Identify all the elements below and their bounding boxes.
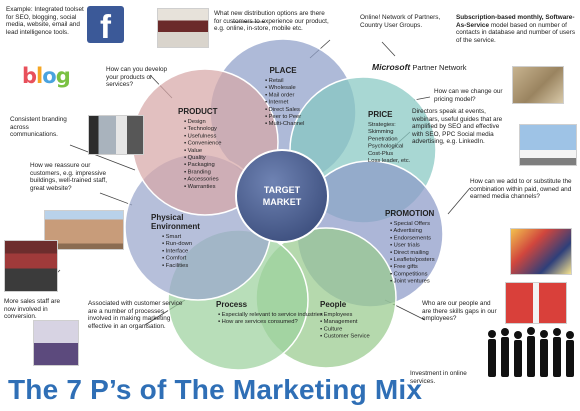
petal-title-place: PLACE [269,66,297,75]
petal-item-product: ▪ Branding [184,169,211,175]
billboard-image [519,124,577,166]
petal-item-physical: ▪ Run-down [162,241,192,247]
racing-drivers-image [505,282,567,324]
note-develop-products: How can you develop your products or ser… [106,66,168,89]
petal-labels-group: PLACE ▪ Retail▪ Wholesale▪ Mail order ▪ In… [151,66,435,340]
center-label-line2: MARKET [263,197,302,207]
money-image [512,66,564,104]
petal-item-place: ▪ Wholesale [265,85,296,91]
petal-item-price: Penetration [368,136,398,142]
microsoft-logo-text: Microsoft [372,62,411,72]
petal-item-process: ▪ Especially relevant to service industr… [218,312,323,318]
petal-item-product: ▪ Packaging [184,162,215,168]
petal-item-physical: ▪ Facilities [162,263,188,269]
petal-item-promotion: ▪ Advertising [390,228,422,234]
page-title: The 7 P’s of The Marketing Mix [8,374,423,405]
petal-item-promotion: ▪ Joint ventures [390,279,430,285]
facebook-logo: f [87,6,124,45]
note-directors-speak: Directors speak at events, webinars, use… [412,108,503,146]
note-pricing-model: How can we change our pricing model? [434,88,503,103]
petal-item-place: ▪ Mail order [265,92,295,98]
petal-item-promotion: ▪ Free gifts [390,264,418,270]
petal-title-promotion: PROMOTION [385,209,435,218]
petal-title-process: Process [216,300,248,309]
blog-logo: blog [22,64,71,88]
petal-item-price: Psychological [368,144,403,150]
note-reassure-customers: How we reassure our customers, e.g. impr… [30,162,107,192]
note-subscription-bold: Subscription-based monthly, Software-As-… [456,14,575,29]
blog-logo-text: blog [22,64,71,88]
petal-item-people: ▪ Employees [320,312,352,318]
petal-item-place: ▪ Retail [265,78,284,84]
note-subscription-model: Subscription-based monthly, Software-As-… [456,14,576,44]
note-customer-service-processes: Associated with customer service are a n… [88,300,183,330]
website-screenshot-image [157,8,209,48]
petal-item-process: ▪ How are services consumed? [218,319,298,325]
note-add-substitute-channels: How can we add to or substitute the comb… [470,178,572,201]
petal-title-price: PRICE [368,110,393,119]
petal-item-place: ▪ Multi-Channel [265,121,304,127]
note-subscription-rest: model based on number of contacts in dat… [456,21,576,44]
petal-item-physical: ▪ Smart [162,234,182,240]
petal-title-physical: Physical [151,213,183,222]
petal-item-promotion: ▪ Competitions [390,271,428,277]
petal-item-place: ▪ Internet [265,100,289,106]
center-label-line1: TARGET [264,185,301,195]
petal-item-physical: ▪ Interface [162,248,188,254]
petal-title-people: People [320,300,347,309]
petal-item-product: ▪ Warranties [184,184,216,190]
target-market-circle [235,149,329,243]
petal-item-promotion: ▪ Direct mailing [390,250,429,256]
note-investment-online: Investment in online services. [410,370,467,385]
storefront-image [4,240,58,292]
note-skills-gaps: Who are our people and are there skills … [422,300,497,323]
petal-item-promotion: ▪ User trials [390,243,420,249]
petal-item-promotion: ▪ Endorsements [390,235,431,241]
note-online-network: Online! Network of Partners, Country Use… [360,14,441,29]
partner-network-text: Partner Network [412,63,467,72]
petal-item-price: Skimming [368,129,393,135]
note-consistent-branding: Consistent branding across communication… [10,116,67,139]
petal-item-product: ▪ Design [184,119,206,125]
sales-staff-image [33,320,79,366]
petal-item-product: ▪ Accessories [184,177,219,183]
petal-item-physical: ▪ Comfort [162,256,187,262]
petal-item-product: ▪ Usefulness [184,133,216,139]
petal-title-physical: Environment [151,222,200,231]
note-example-toolset: Example: Integrated toolset for SEO, blo… [6,6,84,36]
petal-item-price: Strategies: [368,122,396,128]
microsoft-partner-network-logo: Microsoft Partner Network [372,62,467,72]
petal-title-product: PRODUCT [178,107,218,116]
petal-item-people: ▪ Culture [320,326,342,332]
petal-item-product: ▪ Technology [184,126,217,132]
petal-item-product: ▪ Quality [184,155,206,161]
petal-item-place: ▪ Direct Sales [265,107,300,113]
shop-image [88,115,144,155]
petal-item-product: ▪ Value [184,148,202,154]
petal-item-product: ▪ Convenience [184,141,222,147]
petal-item-promotion: ▪ Special Offers [390,221,430,227]
petal-item-people: ▪ Management [320,319,358,325]
petal-item-price: Cost-Plus [368,151,393,157]
petal-item-promotion: ▪ Leaflets/posters [390,257,435,263]
petals-group [124,38,444,371]
petal-item-people: ▪ Customer Service [320,334,370,340]
petal-item-place: ▪ Peer to Peer [265,114,301,120]
note-sales-staff: More sales staff are now involved in con… [4,298,61,321]
note-distribution-options: What new distribution options are there … [214,10,329,33]
business-people-silhouette [488,327,574,377]
petal-item-price: Loss leader, etc. [368,158,411,164]
times-square-image [510,228,572,275]
